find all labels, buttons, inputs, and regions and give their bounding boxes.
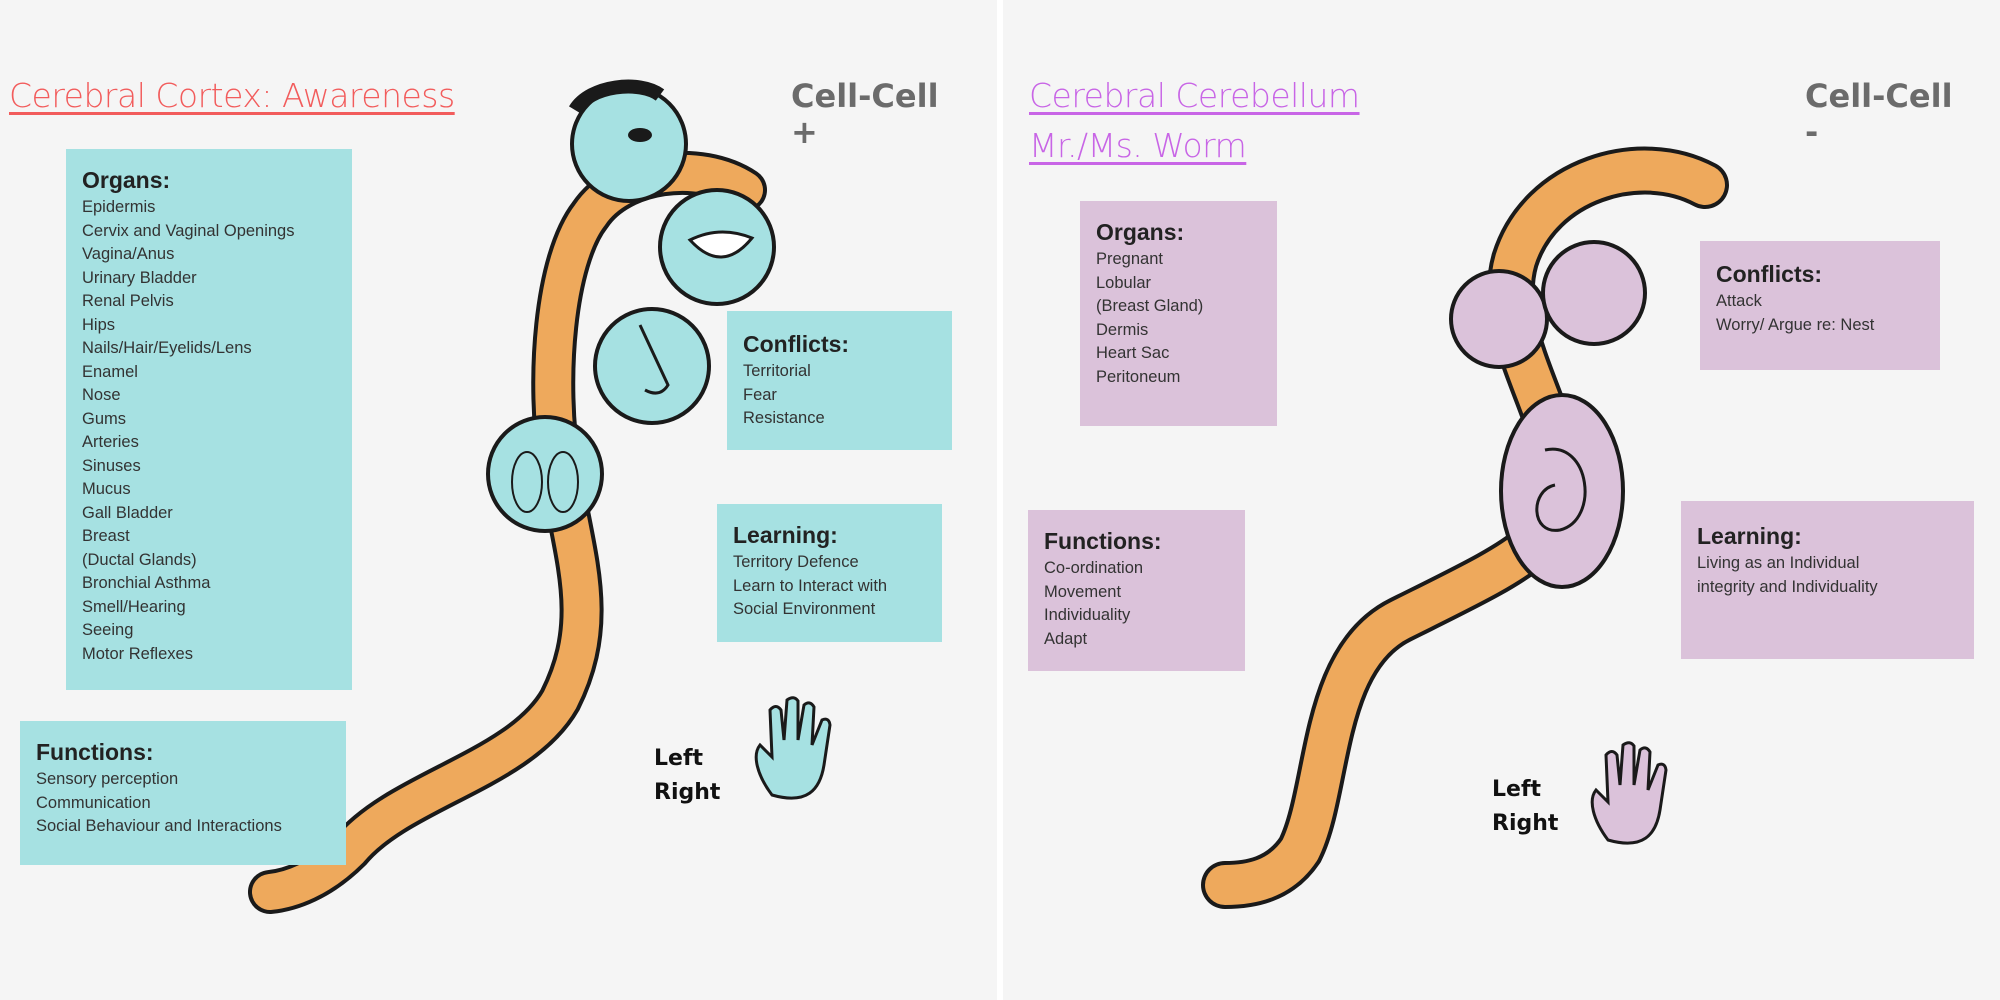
cerebral-cerebellum-panel: Cerebral Cerebellum Mr./Ms. Worm Cell-Ce… (1003, 0, 2000, 1000)
organs-item: Nose (82, 386, 121, 404)
functions-item: Adapt (1044, 629, 1088, 648)
organs-item: Lobular (1096, 273, 1152, 292)
organs-item: Smell/Hearing (82, 597, 186, 616)
organs-item: Peritoneum (1096, 367, 1181, 386)
organs-heading: Organs: (1096, 219, 1185, 245)
organs-item: Enamel (82, 362, 138, 381)
nose-icon (593, 307, 711, 425)
organs-item: Gums (82, 409, 127, 428)
organs-item: (Ductal Glands) (82, 550, 197, 569)
conflicts-heading: Conflicts: (1716, 261, 1823, 287)
functions-item: Movement (1044, 582, 1122, 601)
conflicts-item: Territorial (743, 362, 811, 380)
cerebral-cortex-panel: Cerebral Cortex: Awareness Cell-Cell + O… (0, 0, 997, 1000)
title-line-1[interactable]: Cerebral Cerebellum (1029, 76, 1360, 115)
organs-item: Heart Sac (1096, 344, 1170, 362)
left-label: Left (654, 746, 704, 771)
cell-cell-sign: + (791, 113, 818, 151)
organs-item: Epidermis (82, 198, 156, 216)
title-line-2[interactable]: Mr./Ms. Worm (1029, 126, 1247, 165)
organs-item: Breast (82, 527, 130, 545)
cell-cell-label: Cell-Cell + (791, 78, 939, 150)
breast-icon (1541, 240, 1647, 346)
right-label: Right (654, 780, 721, 805)
hand-icon (1590, 741, 1668, 845)
left-label: Left (1492, 777, 1542, 802)
cell-cell-text: Cell-Cell (791, 77, 939, 115)
worm-illustration-cerebellum (1201, 146, 1729, 909)
panel-title[interactable]: Cerebral Cerebellum Mr./Ms. Worm (1029, 72, 1360, 170)
hand-icon (754, 696, 832, 800)
conflicts-item: Attack (1716, 292, 1762, 310)
learning-item: integrity and Individuality (1697, 577, 1878, 596)
worm-illustration-cortex (248, 79, 832, 914)
cell-cell-text: Cell-Cell (1805, 77, 1953, 115)
organs-item: Arteries (82, 433, 139, 451)
organs-item: Mucus (82, 480, 131, 498)
organs-heading: Organs: (82, 167, 171, 193)
organs-item: (Breast Gland) (1096, 297, 1204, 315)
functions-item: Social Behaviour and Interactions (36, 817, 282, 835)
organs-item: Pregnant (1096, 250, 1163, 268)
functions-heading: Functions: (36, 739, 154, 765)
functions-item: Co-ordination (1044, 559, 1144, 577)
organs-item: Motor Reflexes (82, 644, 193, 663)
learning-box: Learning: Living as an Individual integri… (1681, 501, 1974, 659)
conflicts-item: Fear (743, 385, 777, 404)
fetus-icon (1499, 393, 1625, 589)
conflicts-item: Resistance (743, 409, 825, 427)
learning-heading: Learning: (733, 522, 838, 548)
organs-item: Seeing (82, 621, 134, 639)
organs-item: Dermis (1096, 320, 1149, 339)
learning-list: Living as an Individual integrity and Ind… (1697, 552, 1958, 599)
cell-cell-sign: - (1805, 113, 1819, 151)
organs-item: Gall Bladder (82, 503, 173, 522)
panel-title[interactable]: Cerebral Cortex: Awareness (9, 76, 455, 115)
functions-item: Communication (36, 793, 151, 812)
cell-cell-label: Cell-Cell - (1805, 78, 1953, 150)
heart-icon (1449, 269, 1549, 369)
left-right-label: Left Right (1492, 773, 1558, 841)
organs-item: Hips (82, 315, 116, 334)
organs-item: Nails/Hair/Eyelids/Lens (82, 339, 252, 357)
learning-item: Territory Defence (733, 553, 859, 571)
learning-item: Social Environment (733, 600, 876, 618)
organs-item: Bronchial Asthma (82, 574, 211, 592)
organs-item: Vagina/Anus (82, 245, 175, 263)
learning-item: Learn to Interact with (733, 576, 888, 595)
organs-item: Renal Pelvis (82, 292, 174, 310)
organs-item: Cervix and Vaginal Openings (82, 221, 295, 240)
left-right-label: Left Right (654, 742, 720, 810)
right-label: Right (1492, 811, 1559, 836)
learning-item: Living as an Individual (1697, 554, 1860, 572)
conflicts-heading: Conflicts: (743, 331, 850, 357)
organs-item: Sinuses (82, 456, 141, 475)
lungs-icon (486, 415, 604, 533)
conflicts-item: Worry/ Argue re: Nest (1716, 315, 1875, 334)
functions-heading: Functions: (1044, 528, 1162, 554)
functions-item: Sensory perception (36, 770, 179, 788)
learning-heading: Learning: (1697, 523, 1802, 549)
organs-item: Urinary Bladder (82, 268, 197, 287)
panel-divider (997, 0, 1003, 1000)
functions-item: Individuality (1044, 606, 1131, 624)
